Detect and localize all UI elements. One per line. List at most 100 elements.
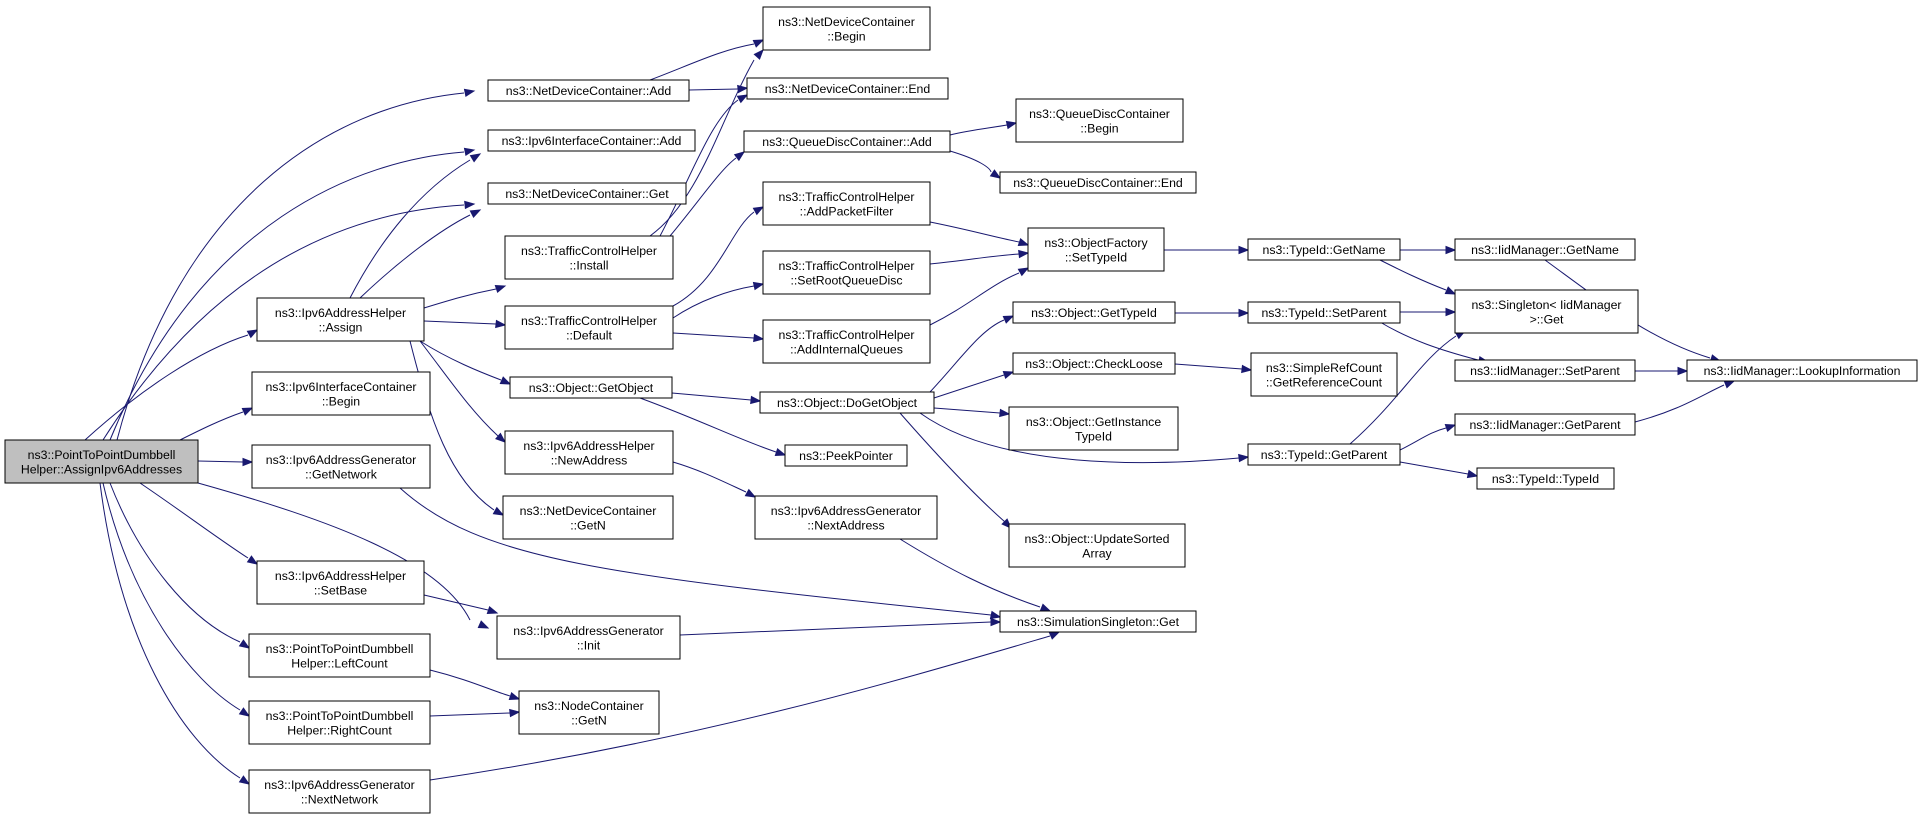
call-edge-arrowhead (1444, 286, 1457, 295)
function-node[interactable]: ns3::NetDeviceContainer::GetN (502, 495, 674, 540)
function-node[interactable]: ns3::TrafficControlHelper::AddPacketFilt… (762, 181, 931, 226)
function-node[interactable]: ns3::NodeContainer::GetN (518, 690, 660, 735)
function-node[interactable]: ns3::ObjectFactory::SetTypeId (1027, 227, 1165, 272)
function-node[interactable]: ns3::TrafficControlHelper::AddInternalQu… (762, 319, 931, 364)
call-edge (899, 538, 1041, 608)
call-edge (99, 482, 241, 779)
call-edge-arrowhead (989, 610, 1002, 620)
call-edge (929, 319, 1005, 393)
function-node[interactable]: ns3::Ipv6InterfaceContainer::Begin (251, 371, 431, 416)
function-node[interactable]: ns3::PointToPointDumbbellHelper::RightCo… (248, 700, 431, 745)
function-node-box (504, 305, 674, 350)
function-node[interactable]: ns3::Object::DoGetObject (759, 391, 935, 414)
function-node-label: ns3::Ipv6AddressGenerator (771, 504, 921, 518)
call-edge (429, 712, 511, 717)
call-edge (419, 340, 502, 381)
function-node[interactable]: ns3::QueueDiscContainer::Add (743, 130, 951, 153)
function-node[interactable]: ns3::Ipv6AddressHelper::NewAddress (504, 430, 674, 475)
call-edge-arrowhead (1238, 245, 1250, 255)
call-edge (929, 272, 1020, 326)
function-node-label: ns3::Object::GetTypeId (1031, 306, 1157, 320)
function-node[interactable]: ns3::Ipv6AddressGenerator::NextNetwork (248, 769, 431, 814)
function-node-label: ::SetRootQueueDisc (790, 273, 902, 287)
call-edge (688, 88, 739, 91)
call-edge-arrowhead (752, 39, 765, 48)
function-node[interactable]: ns3::Ipv6AddressGenerator::Init (496, 615, 681, 660)
function-node-label: TypeId (1075, 429, 1112, 443)
function-node[interactable]: ns3::IidManager::SetParent (1454, 359, 1636, 382)
function-node[interactable]: ns3::TrafficControlHelper::Install (504, 235, 674, 280)
function-node[interactable]: ns3::NetDeviceContainer::End (746, 77, 949, 100)
function-node[interactable]: ns3::QueueDiscContainer::Begin (1015, 98, 1184, 143)
call-edge (672, 461, 747, 493)
call-edge (139, 482, 249, 559)
call-edge (1399, 461, 1469, 475)
function-node[interactable]: ns3::Ipv6AddressHelper::SetBase (256, 560, 425, 605)
function-node-label: ns3::TypeId::SetParent (1261, 306, 1387, 320)
call-edge-arrowhead (744, 488, 757, 498)
call-edge-arrowhead (990, 617, 1002, 627)
call-edge-arrowhead (999, 408, 1011, 418)
function-node[interactable]: ns3::Ipv6AddressHelper::Assign (256, 297, 425, 342)
function-node-box (1012, 301, 1176, 324)
function-node[interactable]: ns3::TypeId::SetParent (1247, 301, 1401, 324)
call-edge-arrowhead (1445, 307, 1457, 317)
function-node[interactable]: ns3::Ipv6InterfaceContainer::Add (487, 129, 696, 152)
function-node[interactable]: ns3::PeekPointer (784, 444, 908, 467)
function-node-label: ns3::Ipv6InterfaceContainer::Add (502, 134, 682, 148)
function-node[interactable]: ns3::IidManager::GetParent (1454, 413, 1636, 436)
function-node-label: >::Get (1530, 312, 1564, 326)
function-node-label: ns3::TrafficControlHelper (778, 259, 914, 273)
function-node-label: ns3::PointToPointDumbbell (266, 642, 414, 656)
function-node[interactable]: ns3::NetDeviceContainer::Begin (762, 6, 931, 51)
function-node[interactable]: ns3::Object::GetTypeId (1012, 301, 1176, 324)
function-node[interactable]: ns3::TypeId::GetName (1247, 238, 1401, 261)
call-edge-arrowhead (469, 153, 482, 163)
function-node[interactable]: ns3::Object::CheckLoose (1012, 352, 1176, 375)
function-node[interactable]: ns3::Ipv6AddressGenerator::GetNetwork (251, 444, 431, 489)
function-node-box (754, 495, 938, 540)
function-node[interactable]: ns3::Singleton< IidManager >::Get (1454, 289, 1639, 334)
function-node-label: ns3::NetDeviceContainer::Add (506, 84, 672, 98)
function-node[interactable]: ns3::NetDeviceContainer::Get (487, 182, 687, 205)
function-node[interactable]: ns3::IidManager::GetName (1454, 238, 1636, 261)
call-edge-arrowhead (1238, 453, 1250, 463)
function-node-label: ns3::QueueDiscContainer::Add (762, 135, 932, 149)
function-node-label: ::GetNetwork (305, 467, 378, 481)
call-edge-arrowhead (477, 620, 490, 629)
function-node-box (1454, 238, 1636, 261)
function-node-label: ::GetN (571, 713, 607, 727)
function-node[interactable]: ns3::TrafficControlHelper::SetRootQueueD… (762, 250, 931, 295)
call-edge-arrowhead (464, 200, 476, 210)
function-node-label: ns3::Ipv6AddressHelper (523, 439, 654, 453)
function-node[interactable]: ns3::TypeId::GetParent (1247, 443, 1401, 466)
function-node[interactable]: ns3::QueueDiscContainer::End (999, 171, 1197, 194)
function-node[interactable]: ns3::Ipv6AddressGenerator::NextAddress (754, 495, 938, 540)
function-node[interactable]: ns3::Object::GetObject (509, 376, 673, 399)
function-node-label: ::NewAddress (551, 453, 628, 467)
call-edge-arrowhead (989, 169, 1002, 179)
function-node[interactable]: ns3::TypeId::TypeId (1476, 467, 1615, 490)
call-edge (933, 374, 1005, 399)
function-node[interactable]: ns3::TrafficControlHelper::Default (504, 305, 674, 350)
function-node-label: ns3::SimpleRefCount (1266, 361, 1383, 375)
function-node[interactable]: ns3::SimulationSingleton::Get (999, 610, 1197, 633)
function-node[interactable]: ns3::IidManager::LookupInformation (1686, 359, 1918, 382)
function-node[interactable]: ns3::NetDeviceContainer::Add (487, 79, 690, 102)
call-edge-arrowhead (238, 775, 251, 785)
function-node-box (496, 615, 681, 660)
call-edge (669, 157, 737, 237)
function-node-label: ns3::NetDeviceContainer (778, 15, 915, 29)
call-edge-arrowhead (241, 407, 254, 416)
function-node-label: ns3::SimulationSingleton::Get (1017, 615, 1180, 629)
call-edge (1379, 259, 1447, 291)
call-edge (109, 482, 241, 643)
call-edge (419, 340, 499, 437)
call-edge-arrowhead (1677, 366, 1689, 376)
call-edge-arrowhead (499, 376, 512, 385)
function-node[interactable]: ns3::SimpleRefCount::GetReferenceCount (1250, 352, 1398, 397)
function-node[interactable]: ns3::PointToPointDumbbellHelper::LeftCou… (248, 633, 431, 678)
